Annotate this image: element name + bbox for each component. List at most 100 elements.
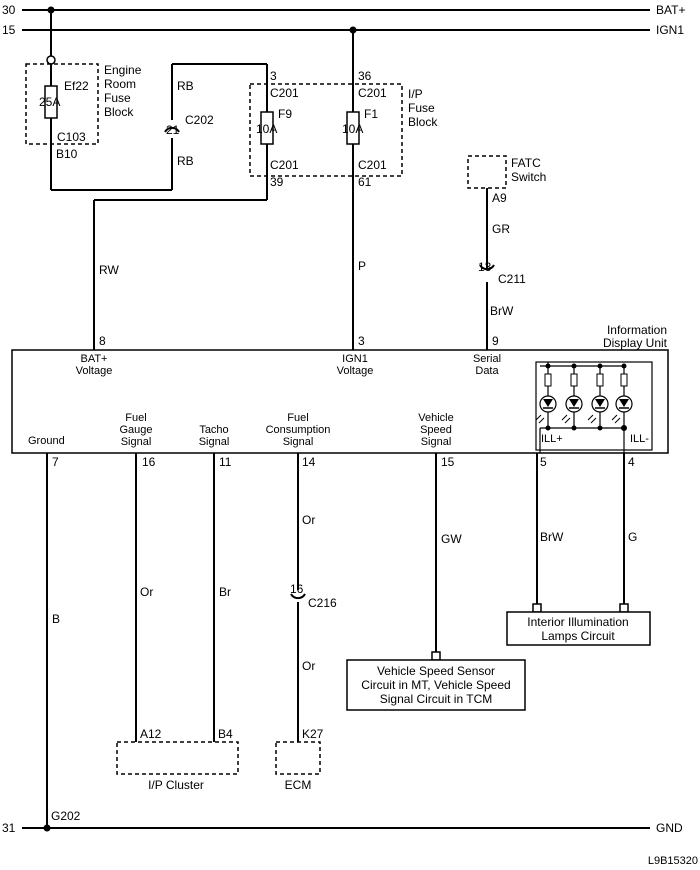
b10-pin-label: B10 <box>56 147 78 161</box>
c216-pin: 16 <box>290 582 304 596</box>
led-ray <box>564 417 571 424</box>
fuel-gauge-wire-color: Or <box>140 585 153 599</box>
fatc-wire-bottom-color: BrW <box>490 304 514 318</box>
engine-fuse-title-1: Engine <box>104 63 142 77</box>
idu-pin-8-label-1: BAT+ <box>80 353 107 365</box>
ecm-outline <box>275 741 321 775</box>
ip-fuse-block: I/P Fuse Block 3 C201 F9 10A C201 39 36 … <box>249 26 438 350</box>
interior-illumination-box: Interior Illumination Lamps Circuit <box>506 611 651 646</box>
engine-fuse-title-2: Room <box>104 77 136 91</box>
idu-pin-9: 9 <box>492 334 499 348</box>
bat-rail-number: 30 <box>2 3 16 17</box>
ip-fuse-block-outline <box>249 83 403 177</box>
led-resistor <box>544 373 552 387</box>
vehicle-speed-wire: 15 GW <box>431 453 462 661</box>
f1-name: F1 <box>364 107 378 121</box>
idu-tacho-label-1: Tacho <box>199 424 228 436</box>
ip-fuse-title-3: Block <box>408 115 438 129</box>
vss-box-line-1: Vehicle Speed Sensor <box>377 664 495 678</box>
c202-pin: 21 <box>166 123 180 137</box>
fuse-terminal <box>46 55 56 65</box>
ecm-label: ECM <box>285 778 312 792</box>
ip-cluster-outline <box>116 741 239 775</box>
g202-label: G202 <box>51 809 81 823</box>
ill-box-line-1: Interior Illumination <box>527 615 628 629</box>
f9-top-pin: 3 <box>270 69 277 83</box>
idu-fuel-cons-label-1: Fuel <box>287 412 308 424</box>
led-junction-dot <box>597 425 603 431</box>
tacho-wire: 11 Br <box>213 453 232 742</box>
p-wire-color: P <box>358 259 366 273</box>
ill-minus-label: ILL- <box>630 433 649 445</box>
ecm: K27 ECM <box>275 727 324 792</box>
idu-ground-label: Ground <box>28 435 65 447</box>
f1-bottom-pin: 61 <box>358 175 372 189</box>
led-junction-dot <box>571 425 577 431</box>
figure-id: L9B15320 <box>648 855 698 867</box>
fatc-wire-top-color: GR <box>492 222 510 236</box>
led-ray <box>611 414 618 421</box>
ill-minus-wire-color: G <box>628 530 637 544</box>
gnd-rail-number: 31 <box>2 821 16 835</box>
ill-minus-junction-dot <box>621 425 627 431</box>
c202-label: C202 <box>185 113 214 127</box>
ip-fuse-title-1: I/P <box>408 87 423 101</box>
led-ray <box>590 417 597 424</box>
idu-fuel-cons-label-3: Signal <box>283 436 314 448</box>
idu-title-2: Display Unit <box>603 336 668 350</box>
f1-bottom-conn: C201 <box>358 158 387 172</box>
gnd-rail: 31 GND <box>2 821 683 835</box>
led-array <box>535 362 633 431</box>
idu-illumination-circuit: ILL+ ILL- <box>535 361 653 453</box>
idu-pin-5: 5 <box>540 455 547 469</box>
rb-wire-c202: RB 21 C202 RB <box>51 63 268 191</box>
idu-tacho-label-2: Signal <box>199 436 230 448</box>
c103-label: C103 <box>57 130 86 144</box>
bat-rail: 30 BAT+ <box>2 3 685 17</box>
c216-label: C216 <box>308 596 337 610</box>
engine-fuse-block-outline <box>25 63 99 145</box>
ign-rail-number: 15 <box>2 23 16 37</box>
idu-pin-8: 8 <box>99 334 106 348</box>
ground-wire: 7 B G202 <box>43 453 81 832</box>
fuel-gauge-wire: 16 Or <box>135 453 156 742</box>
idu-outline <box>11 349 669 454</box>
f1-top-pin: 36 <box>358 69 372 83</box>
c211-connector-symbol <box>479 264 495 271</box>
c202-wire-top-color: RB <box>177 79 194 93</box>
led-resistor <box>596 373 604 387</box>
c216-connector-symbol <box>290 593 306 600</box>
idu-pin-4: 4 <box>628 455 635 469</box>
idu-pin-3: 3 <box>358 334 365 348</box>
idu-vss-label-3: Signal <box>421 436 452 448</box>
idu-pin-7: 7 <box>52 455 59 469</box>
fuse-ef22-label: Ef22 <box>64 79 89 93</box>
idu-pin-9-label-2: Data <box>475 365 499 377</box>
tacho-wire-color: Br <box>219 585 231 599</box>
idu-pin-15: 15 <box>441 455 455 469</box>
f1-top-conn: C201 <box>358 86 387 100</box>
idu-pin-3-label-1: IGN1 <box>342 353 368 365</box>
engine-fuse-title-3: Fuse <box>104 91 131 105</box>
led-ray <box>614 417 621 424</box>
f1-amps: 10A <box>342 122 363 136</box>
ground-wire-color: B <box>52 612 60 626</box>
vss-box-line-2: Circuit in MT, Vehicle Speed <box>361 678 510 692</box>
idu-vss-label-1: Vehicle <box>418 412 453 424</box>
information-display-unit: Information Display Unit 8 BAT+ Voltage … <box>11 323 669 454</box>
ign-rail-name: IGN1 <box>656 23 684 37</box>
led-ray <box>538 417 545 424</box>
ill-box-line-2: Lamps Circuit <box>541 629 615 643</box>
fatc-switch: FATC Switch A9 GR 13 C211 BrW <box>467 155 546 350</box>
ip-cluster-pin-b4: B4 <box>218 727 233 741</box>
ip-cluster: A12 B4 I/P Cluster <box>116 727 239 792</box>
ip-cluster-pin-a12: A12 <box>140 727 162 741</box>
illumination-inner-box <box>535 361 653 451</box>
fuse-ef22-amps: 25A <box>39 95 60 109</box>
idu-pin-11: 11 <box>219 455 232 469</box>
c202-wire-bottom-color: RB <box>177 154 194 168</box>
led-resistor <box>620 373 628 387</box>
ill-plus-label: ILL+ <box>541 433 563 445</box>
idu-fuel-cons-label-2: Consumption <box>266 424 331 436</box>
